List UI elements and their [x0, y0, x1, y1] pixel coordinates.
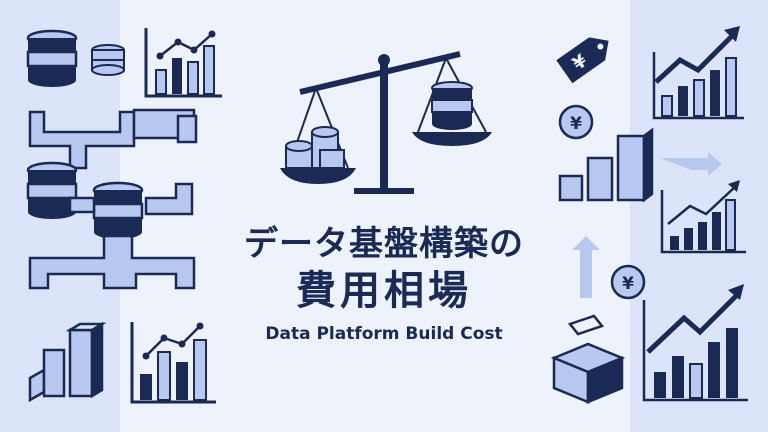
bar-3d-icon — [28, 321, 107, 403]
title-block: データ基盤構築の 費用相場 Data Platform Build Cost — [200, 222, 568, 344]
bar-3d-icon-2 — [558, 127, 654, 203]
line-chart-icon — [144, 28, 222, 98]
coin-yen-symbol-2: ¥ — [622, 274, 634, 294]
pipe-icon-2 — [28, 182, 196, 290]
page-title-line-1: データ基盤構築の — [244, 224, 524, 264]
yen-coin-icon-2: ¥ — [610, 264, 646, 300]
trend-chart-icon — [652, 26, 744, 120]
price-tag-icon: ¥ — [556, 37, 609, 84]
database-small-icon — [91, 44, 125, 76]
coin-yen-symbol: ¥ — [570, 114, 582, 134]
page-subtitle: Data Platform Build Cost — [265, 324, 503, 344]
page-title-line-2: 費用相場 — [296, 268, 472, 314]
database-icon — [26, 29, 78, 89]
up-arrow-icon — [572, 236, 600, 298]
database-on-scale-icon — [431, 81, 473, 130]
trend-chart-icon-3 — [642, 284, 748, 402]
right-arrow-icon — [660, 152, 722, 176]
trend-chart-icon-2 — [660, 180, 746, 254]
yen-coin-icon: ¥ — [558, 104, 594, 140]
box-icon — [550, 314, 626, 404]
coin-stack-icon — [285, 126, 345, 169]
database-icon-3 — [92, 181, 144, 241]
line-chart-icon-2 — [130, 322, 216, 404]
pipe-icon — [28, 108, 198, 170]
